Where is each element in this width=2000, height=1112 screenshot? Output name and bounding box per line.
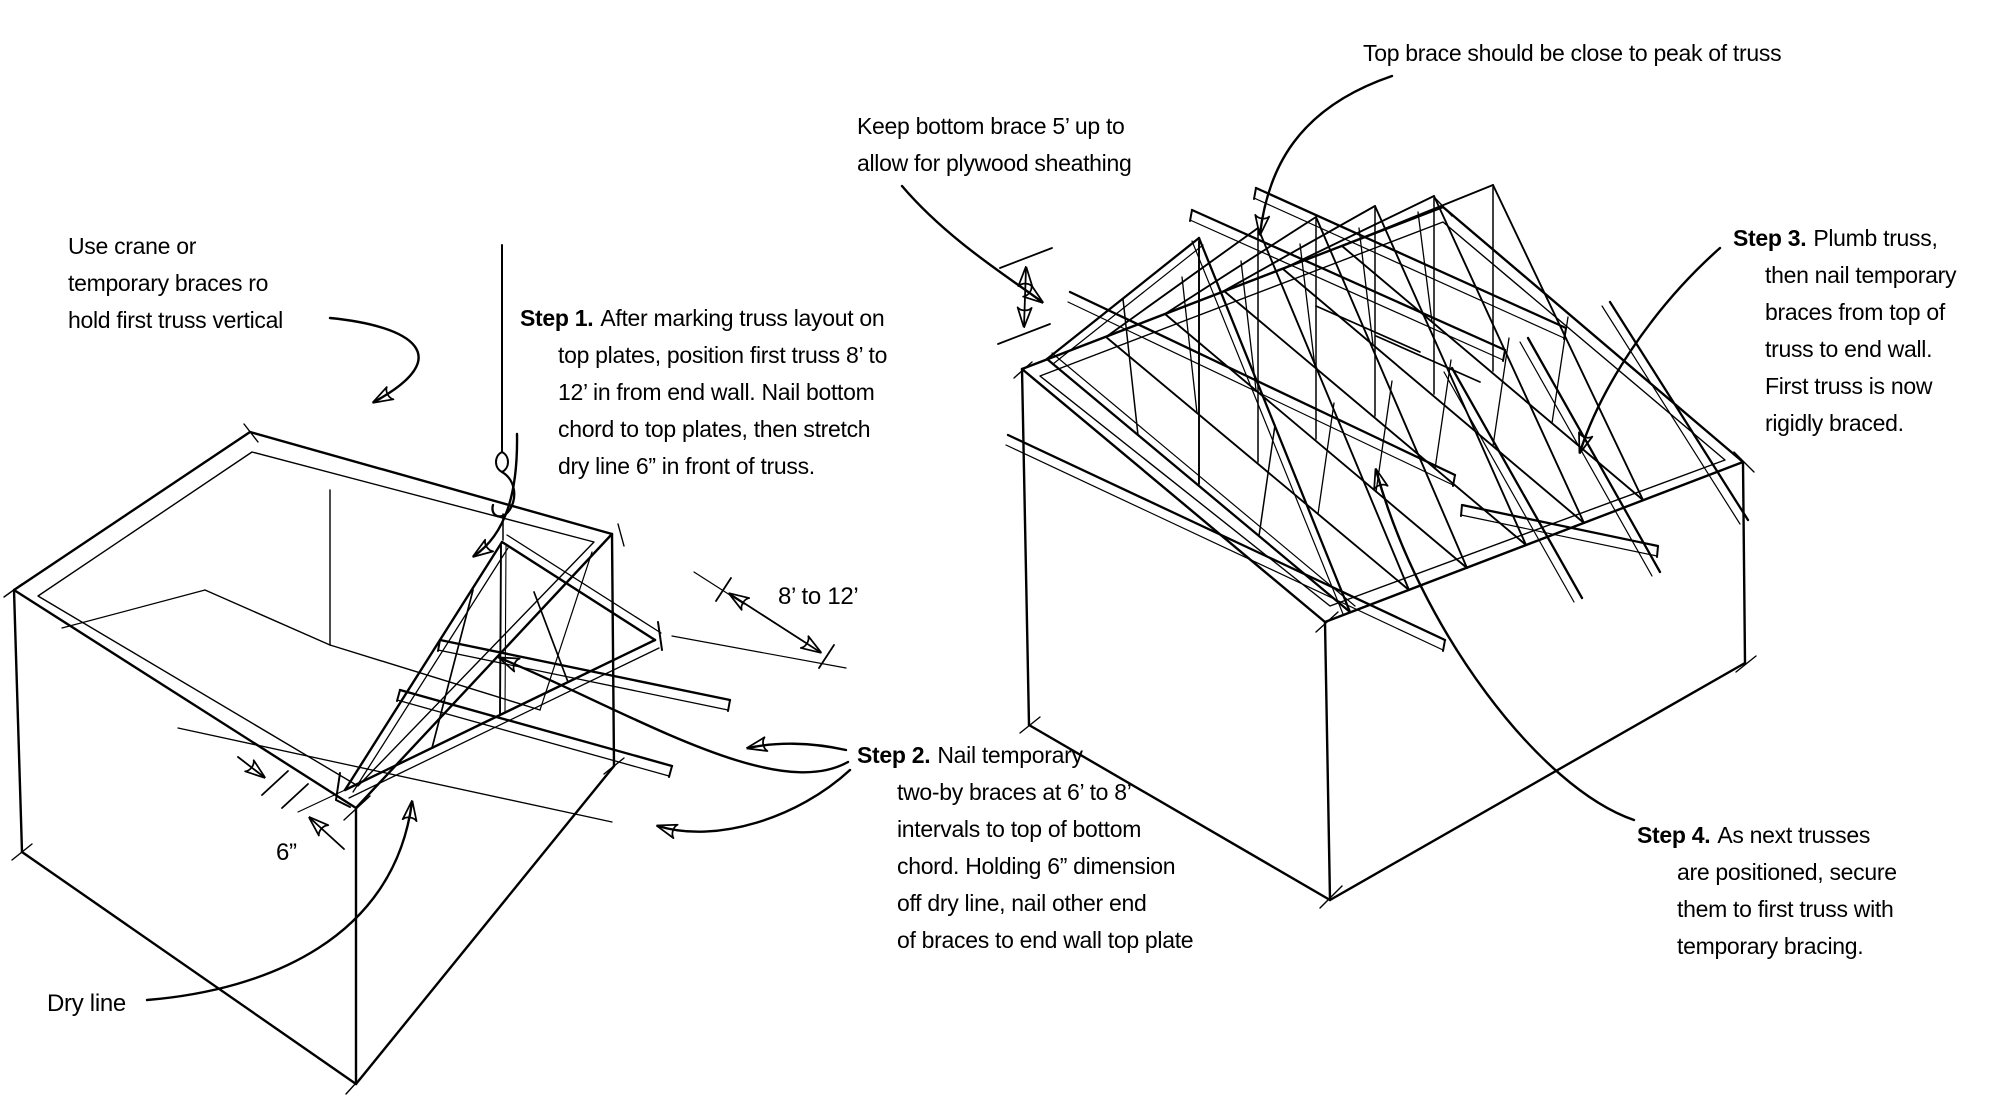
end-wall-distance-dimension-label: 8’ to 12’: [778, 583, 859, 610]
step-4-text-line: them to first truss with: [1677, 896, 1894, 922]
top-brace-note: Top brace should be close to peak of tru…: [1363, 40, 1782, 66]
step-3-label: Step 3.: [1733, 225, 1807, 251]
step-2-text-line: Nail temporary: [937, 742, 1083, 768]
left-building-outline: [3, 423, 625, 1095]
keep-bottom-brace-line: allow for plywood sheathing: [857, 150, 1132, 176]
step-1-label: Step 1.: [520, 305, 594, 331]
step-3-text-line: First truss is now: [1765, 373, 1933, 399]
step-2-text-line: chord. Holding 6” dimension: [897, 853, 1176, 879]
step-3-text-line: rigidly braced.: [1765, 410, 1904, 436]
step-2-text-line: off dry line, nail other end: [897, 890, 1147, 916]
right-temporary-braces: [1005, 186, 1750, 652]
step-4-label: Step 4.: [1637, 822, 1711, 848]
dry-line-offset-dimension-label: 6”: [276, 839, 297, 866]
step-2-label: Step 2.: [857, 742, 931, 768]
step-4-note: Step 4.As next trusses are positioned, s…: [1637, 817, 1897, 965]
keep-bottom-brace-note: Keep bottom brace 5’ up to allow for ply…: [857, 108, 1132, 182]
step-1-text-line: 12’ in from end wall. Nail bottom: [558, 379, 875, 405]
step-3-text-line: then nail temporary: [1765, 262, 1957, 288]
crane-note-line: hold first truss vertical: [68, 307, 283, 333]
end-wall-dimension-8-12: [671, 571, 847, 669]
first-truss: [335, 534, 663, 808]
step-3-text-line: Plumb truss,: [1813, 225, 1938, 251]
step-3-note: Step 3.Plumb truss, then nail temporary …: [1733, 220, 1956, 442]
crane-note-line: temporary braces ro: [68, 270, 269, 296]
step-4-text-line: are positioned, secure: [1677, 859, 1897, 885]
step-1-text-line: dry line 6” in front of truss.: [558, 453, 815, 479]
step-3-text-line: braces from top of: [1765, 299, 1945, 325]
step-4-text-line: temporary bracing.: [1677, 933, 1864, 959]
step-3-text-line: truss to end wall.: [1765, 336, 1933, 362]
bottom-brace-5ft-dimension: [997, 247, 1053, 345]
crane-note-line: Use crane or: [68, 233, 197, 259]
left-leader-arrows: [145, 316, 852, 1002]
right-truss-row: [1045, 184, 1644, 615]
dry-line-label: Dry line: [47, 990, 126, 1017]
dry-line-and-6in-dimension: [177, 727, 613, 850]
step-1-text-line: chord to top plates, then stretch: [558, 416, 871, 442]
step-1-text-line: top plates, position first truss 8’ to: [558, 342, 888, 368]
left-temporary-braces: [396, 638, 732, 778]
right-leader-arrows: [900, 74, 1722, 822]
step-1-text-line: After marking truss layout on: [600, 305, 885, 331]
step-2-text-line: of braces to end wall top plate: [897, 927, 1194, 953]
step-4-text-line: As next trusses: [1717, 822, 1871, 848]
step-2-text-line: two-by braces at 6’ to 8’: [897, 779, 1132, 805]
crane-note: Use crane or temporary braces ro hold fi…: [68, 228, 283, 339]
step-2-text-line: intervals to top of bottom: [897, 816, 1142, 842]
keep-bottom-brace-line: Keep bottom brace 5’ up to: [857, 113, 1125, 139]
step-1-note: Step 1.After marking truss layout on top…: [520, 300, 887, 485]
step-2-note: Step 2.Nail temporary two-by braces at 6…: [857, 737, 1194, 959]
crane-cable-and-hook: [491, 244, 516, 541]
